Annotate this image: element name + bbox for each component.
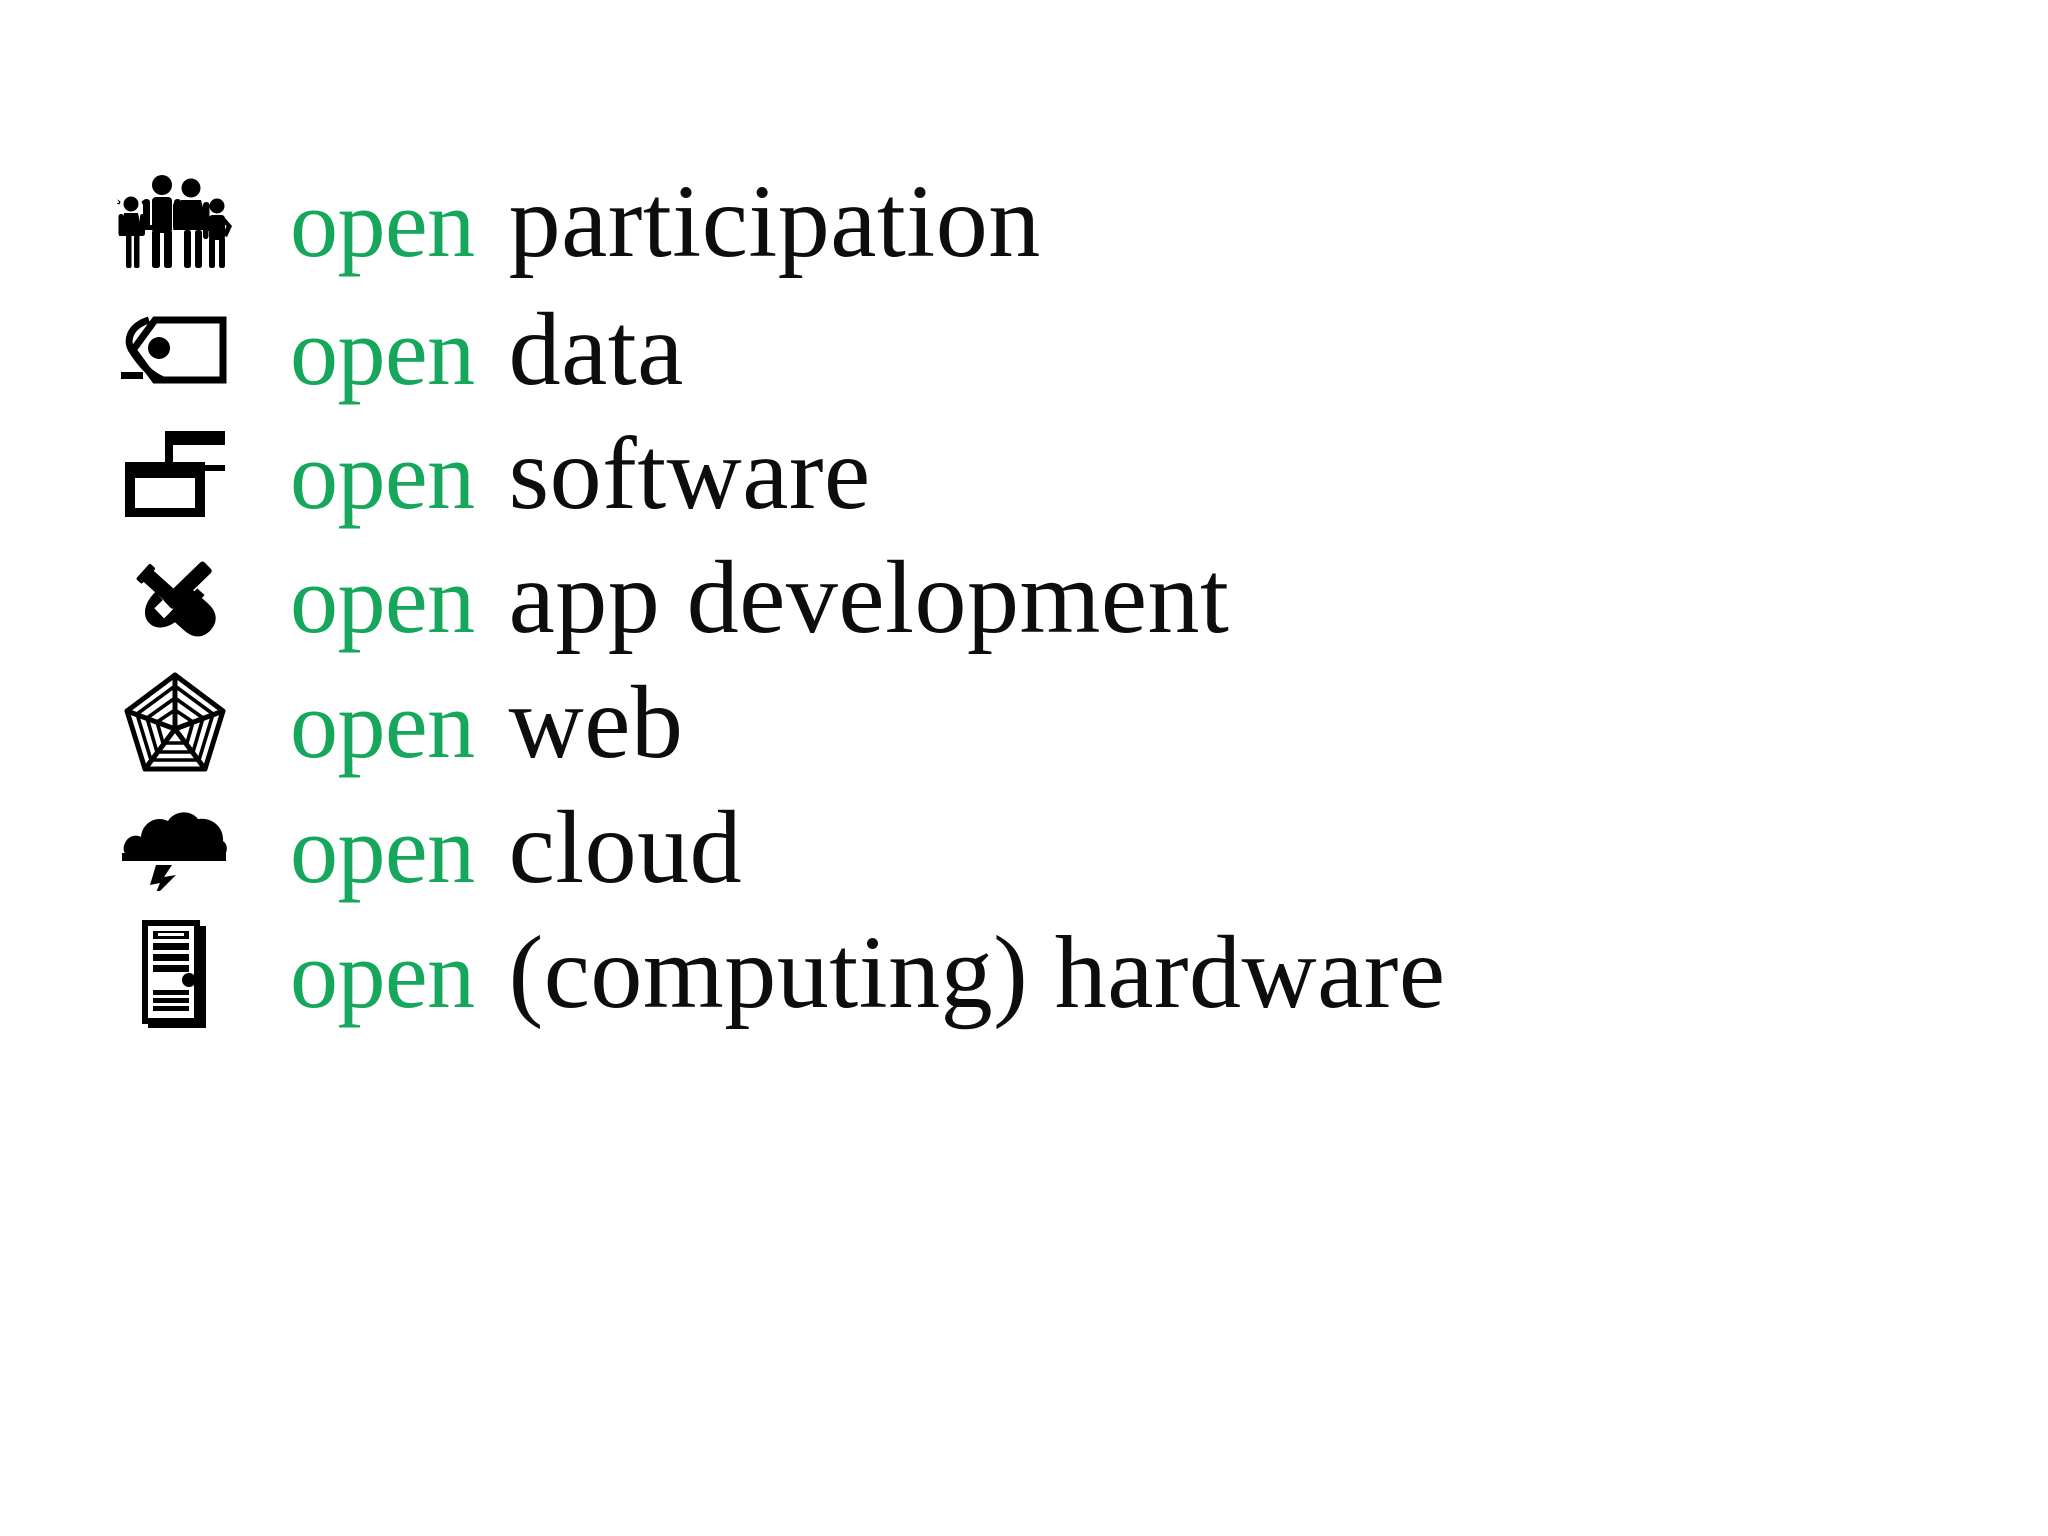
term-text: cloud: [508, 790, 743, 905]
keyword-open: open: [290, 422, 475, 529]
keyword-open: open: [290, 671, 475, 778]
term-text: (computing) hardware: [508, 915, 1446, 1030]
keyword-open: open: [290, 796, 475, 903]
keyword-open: open: [290, 546, 475, 653]
list-item-label: open software: [290, 422, 871, 526]
term-text: participation: [508, 164, 1041, 279]
list-item-label: open app development: [290, 546, 1229, 650]
list-item: open cloud: [0, 786, 2048, 910]
keyword-open: open: [290, 921, 475, 1028]
list-item: open web: [0, 661, 2048, 785]
storm-cloud-icon: [0, 786, 290, 910]
list-item-label: open data: [290, 298, 684, 402]
term-text: web: [508, 665, 684, 780]
family-group-icon: [0, 160, 290, 284]
term-text: software: [508, 416, 871, 531]
tag-icon: [0, 288, 290, 412]
list-item-label: open cloud: [290, 796, 742, 900]
keyword-open: open: [290, 170, 475, 277]
list-item-label: open participation: [290, 170, 1041, 274]
list-item: open data: [0, 288, 2048, 412]
spider-web-icon: [0, 661, 290, 785]
hammer-wrench-icon: [0, 536, 290, 660]
server-tower-icon: [0, 911, 290, 1035]
windows-stack-icon: [0, 412, 290, 536]
list-item: open (computing) hardware: [0, 911, 2048, 1035]
list-item: open participation: [0, 160, 2048, 284]
list-item: open software: [0, 412, 2048, 536]
term-text: data: [508, 292, 684, 407]
list-item-label: open (computing) hardware: [290, 921, 1446, 1025]
list-item: open app development: [0, 536, 2048, 660]
keyword-open: open: [290, 298, 475, 405]
term-text: app development: [508, 540, 1230, 655]
list-item-label: open web: [290, 671, 683, 775]
